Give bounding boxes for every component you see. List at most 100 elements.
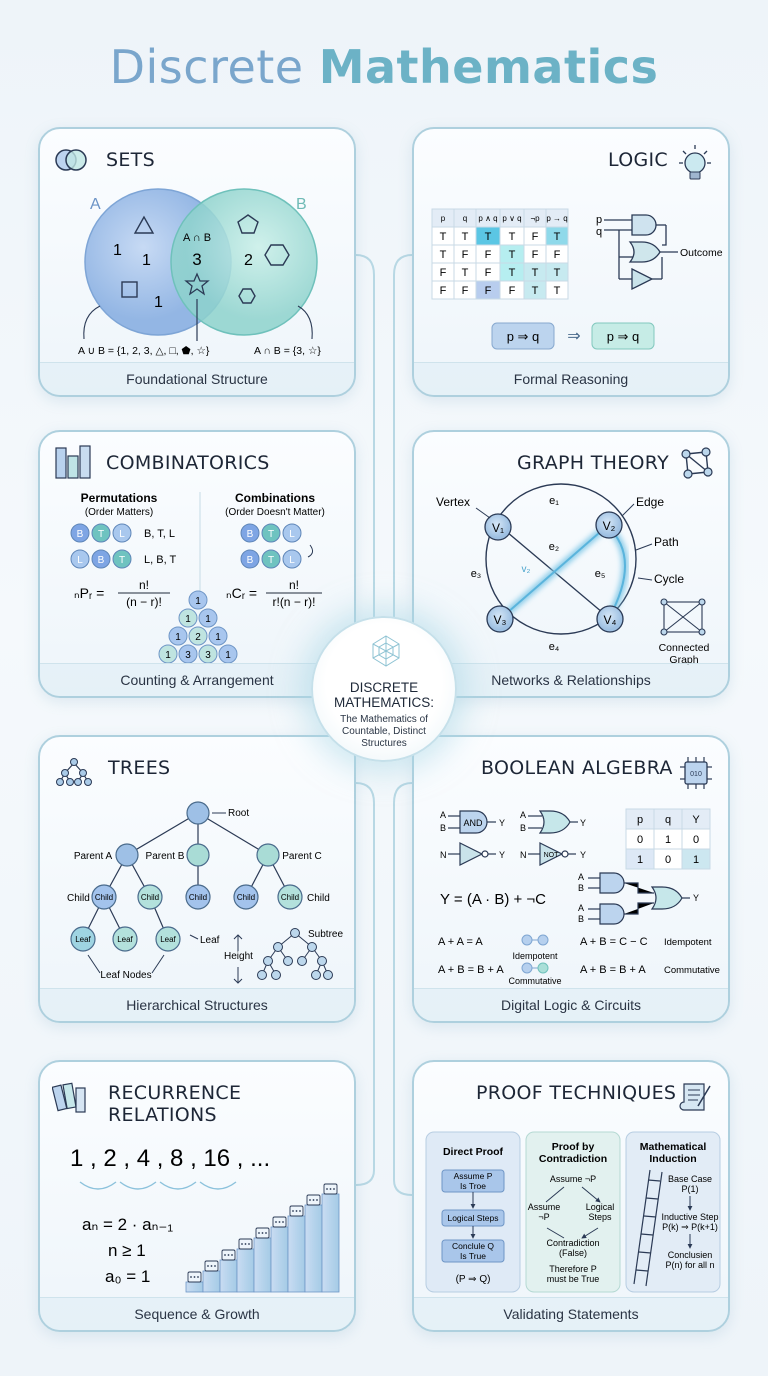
boolean-expression: Y = (A · B) + ¬C [440,891,546,908]
input-n: N [440,850,447,860]
proof-title: PROOF TECHNIQUES [476,1082,677,1104]
direct-step-text: Logical Steps [447,1213,498,1223]
pascal-value: 1 [185,614,191,625]
not-gate-label: NOT [544,852,560,859]
tree-icon [56,757,92,792]
letter-ball [261,523,281,543]
recurrence-title: RECURRENCE RELATIONS [108,1082,242,1126]
letter-ball [240,523,260,543]
logic-gates-circuit [604,214,678,291]
ladder-icon [633,1169,663,1287]
tree-node [91,884,117,910]
tree-node [70,926,96,952]
stair-step [321,1193,340,1293]
law-mid: Commutative [508,976,561,986]
hexagon-element [238,288,256,304]
truth-table-header: p [441,214,446,223]
pascal-node [178,608,198,628]
tree-node-label: Child [95,893,113,902]
truth-table-cell: F [462,285,469,297]
set-number: 1 [113,242,122,259]
comb-formula-lhs: ₙCᵣ = [226,585,257,601]
truth-table-cell: F [509,285,516,297]
stair-step [202,1270,221,1293]
vertex-label: V₃ [494,613,507,627]
subtree-node [271,970,281,980]
input-b: B [440,823,446,833]
boolean-panel: BOOLEAN ALGEBRA 010 AND NOT A B A B N N … [412,735,730,1023]
set-b-circle [170,188,318,336]
letter-ball [70,523,90,543]
combinatorics-title: COMBINATORICS [106,452,270,474]
contradiction-false: Contradiction(False) [546,1238,599,1258]
sequence: 1 , 2 , 4 , 8 , 16 , ... [70,1145,270,1172]
hexagon-element [264,244,290,266]
bool-table-header: q [665,814,671,826]
tree-node-label: Leaf [75,935,91,944]
letter-ball-text: T [268,555,274,566]
set-b-label: B [296,196,307,213]
subtree-node [297,956,307,966]
subtree-node [323,970,333,980]
scroll-quill-icon [678,1080,714,1121]
edge-label: e₃ [471,568,482,580]
letter-ball [91,549,111,569]
boolean-subtitle: Digital Logic & Circuits [414,988,728,1021]
letter-ball [261,549,281,569]
truth-table-cell: F [485,249,492,261]
combinations-note: (Order Doesn't Matter) [225,507,325,518]
child-outer-label: Child [307,893,330,904]
logic-subtitle: Formal Reasoning [414,362,728,395]
letter-ball [240,549,260,569]
perm-formula-den: (n − r)! [126,595,162,609]
letter-ball-text: T [98,529,104,540]
pascal-value: 1 [215,632,221,643]
center-hub: DISCRETE MATHEMATICS: The Mathematics of… [311,616,457,762]
recurrence-formula: aₙ = 2 · aₙ₋₁ [82,1215,173,1234]
input-a: A [578,872,584,882]
boolean-title: BOOLEAN ALGEBRA [481,757,673,779]
law-mid: Idempotent [512,951,558,961]
pascal-value: 1 [225,650,231,661]
tree-node [137,884,163,910]
intersection-formula: A ∩ B = {3, ☆} [254,345,321,357]
truth-table-cell: F [462,249,469,261]
bool-table-cell: 1 [693,854,699,866]
stair-step [253,1237,272,1293]
output-y: Y [499,850,505,860]
law-left: A + A = A [438,936,483,948]
connected-graph-icon [660,598,706,636]
letter-ball-text: T [268,529,274,540]
perm-formula-lhs: ₙPᵣ = [74,585,104,601]
truth-table-cell: F [440,267,447,279]
truth-table-cell: T [485,231,492,243]
edge-label: e₂ [549,541,559,553]
cycle-callout: Cycle [654,572,684,586]
output-y: Y [580,850,586,860]
gate-outcome: Outcome [680,247,723,259]
set-number: 1 [154,294,163,311]
letter-ball [112,549,132,569]
vertex-label: V₄ [604,613,617,627]
logic-title: LOGIC [608,149,668,171]
graph-vertex [486,605,514,633]
bool-table-cell: 1 [637,854,643,866]
sets-panel: SETS A B A ∩ B 1 1 1 3 2 A ∪ B = {1, 2, … [38,127,356,397]
truth-table-cell: F [554,249,561,261]
perm-row-text: L, B, T [144,554,176,566]
law-name: Commutative [664,965,720,976]
tree-node [185,884,211,910]
bool-table-header: Y [692,814,700,826]
letter-ball-text: B [77,529,84,540]
vertex-label: V₂ [603,519,616,533]
direct-proof-title: Direct Proof [443,1146,504,1158]
truth-table-cell: T [532,285,539,297]
